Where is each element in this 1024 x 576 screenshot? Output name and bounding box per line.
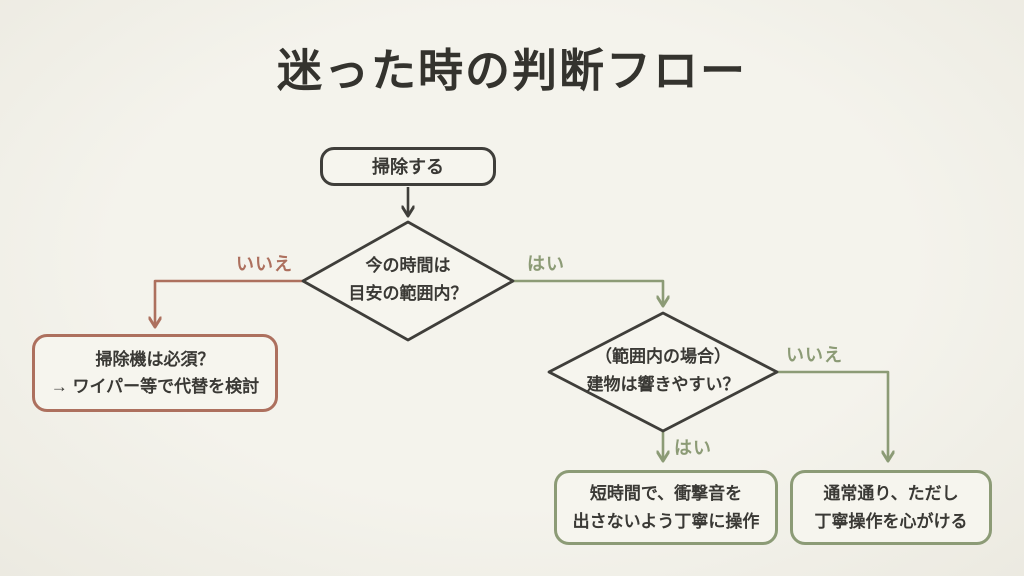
node-result-normal: 通常通り、ただし 丁寧操作を心がける — [790, 470, 992, 545]
page-title: 迷った時の判断フロー — [276, 45, 747, 96]
edge-label-building-yes: はい — [674, 438, 712, 458]
decision-building-line1: （範囲内の場合） — [595, 346, 731, 366]
node-start: 掃除する — [320, 147, 496, 186]
edge-label-building-no: いいえ — [786, 345, 843, 365]
decision-time-diamond — [301, 220, 515, 342]
decision-time-line1: 今の時間は — [365, 255, 451, 275]
result-careful-line1: 短時間で、衝撃音を — [589, 484, 743, 504]
decision-building-line2: 建物は響きやすい？ — [586, 375, 740, 394]
edge-label-time-yes: はい — [527, 254, 565, 274]
edge-time-no-line — [155, 279, 303, 327]
edge-label-time-no: いいえ — [236, 254, 293, 274]
decision-building-label: （範囲内の場合） 建物は響きやすい？ — [549, 315, 777, 427]
result-normal-line2: 丁寧操作を心がける — [814, 511, 968, 531]
node-start-label: 掃除する — [372, 156, 444, 177]
result-normal-line1: 通常通り、ただし — [823, 484, 959, 504]
edge-building-no-line — [777, 370, 888, 461]
decision-time-label: 今の時間は 目安の範囲内？ — [303, 224, 513, 336]
result-vacuum-line2: → ワイパー等で代替を検討 — [50, 377, 260, 396]
node-result-vacuum: 掃除機は必須？ → ワイパー等で代替を検討 — [32, 334, 278, 412]
node-result-careful: 短時間で、衝撃音を 出さないよう丁寧に操作 — [554, 470, 778, 545]
decision-time-line2: 目安の範囲内？ — [348, 284, 468, 303]
result-vacuum-line1: 掃除機は必須？ — [95, 349, 215, 369]
edge-time-yes-line — [513, 279, 663, 306]
result-careful-line2: 出さないよう丁寧に操作 — [572, 511, 760, 531]
decision-building-diamond — [547, 311, 779, 433]
